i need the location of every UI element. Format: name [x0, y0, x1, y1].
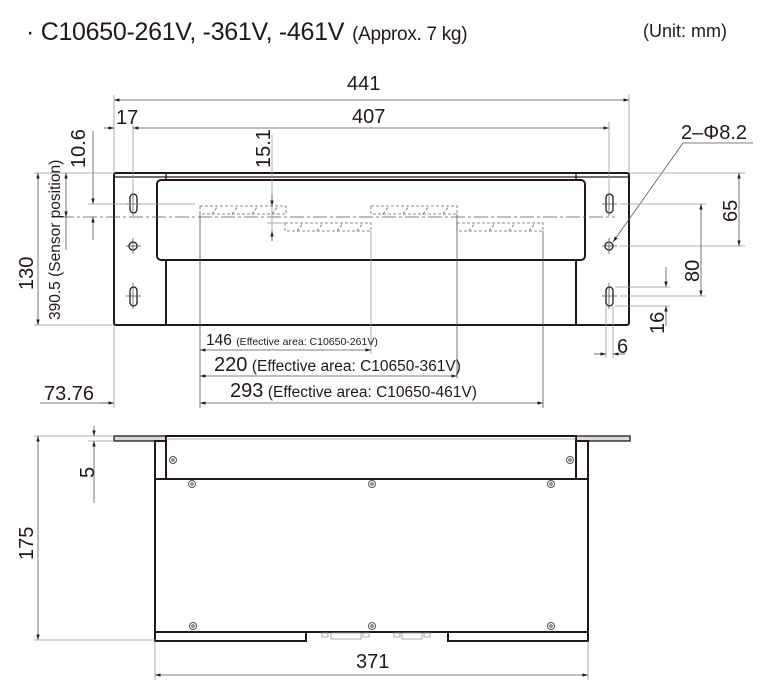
- dim-175: 175: [16, 527, 38, 560]
- effective-area-461v-label: (Effective area: C10650-461V): [268, 384, 477, 401]
- effective-area-261v-value: 146: [206, 332, 232, 349]
- left-mounting-holes: [126, 191, 141, 309]
- dim-65: 65: [720, 200, 742, 222]
- dim-5: 5: [77, 467, 99, 478]
- side-top-section: [165, 435, 577, 480]
- effective-area-361v: 220 (Effective area: C10650-361V): [214, 354, 461, 376]
- dim-80: 80: [682, 260, 704, 282]
- base-plate-outline: [113, 172, 630, 326]
- dim-6: 6: [617, 336, 628, 358]
- sensor-areas: [199, 205, 544, 232]
- dim-15-1: 15.1: [253, 129, 275, 168]
- model-title: · C10650-261V, -361V, -461V (Approx. 7 kg…: [26, 18, 468, 47]
- effective-area-361v-label: (Effective area: C10650-361V): [252, 358, 461, 375]
- dim-73-76: 73.76: [44, 383, 94, 405]
- dim-10-6: 10.6: [68, 129, 90, 168]
- effective-area-261v: 146 (Effective area: C10650-261V): [206, 332, 378, 349]
- effective-area-361v-value: 220: [214, 354, 247, 376]
- unit-note: (Unit: mm): [643, 21, 727, 41]
- bullet: ·: [26, 18, 35, 46]
- hole-callout: 2–Φ8.2: [681, 122, 747, 144]
- dim-16: 16: [647, 312, 669, 334]
- dim-17: 17: [116, 107, 138, 129]
- dim-407: 407: [352, 106, 385, 128]
- weight-note: (Approx. 7 kg): [352, 24, 468, 45]
- dim-130: 130: [16, 257, 38, 290]
- dim-371: 371: [356, 651, 389, 673]
- effective-area-461v-value: 293: [230, 380, 263, 402]
- effective-area-261v-label: (Effective area: C10650-261V): [236, 336, 378, 348]
- effective-area-461v: 293 (Effective area: C10650-461V): [230, 380, 477, 402]
- connectors: [321, 632, 431, 640]
- model-names: C10650-261V, -361V, -461V: [40, 18, 345, 46]
- side-view: 5 175 371: [16, 426, 631, 680]
- dim-441: 441: [347, 73, 380, 95]
- dim-sensor-position: 390.5 (Sensor position): [47, 160, 64, 320]
- top-view: 441 407 17 10.6 15.1 130 390.5 (Sensor p…: [16, 73, 753, 408]
- screws: [169, 456, 574, 630]
- right-mounting-holes: [602, 191, 617, 309]
